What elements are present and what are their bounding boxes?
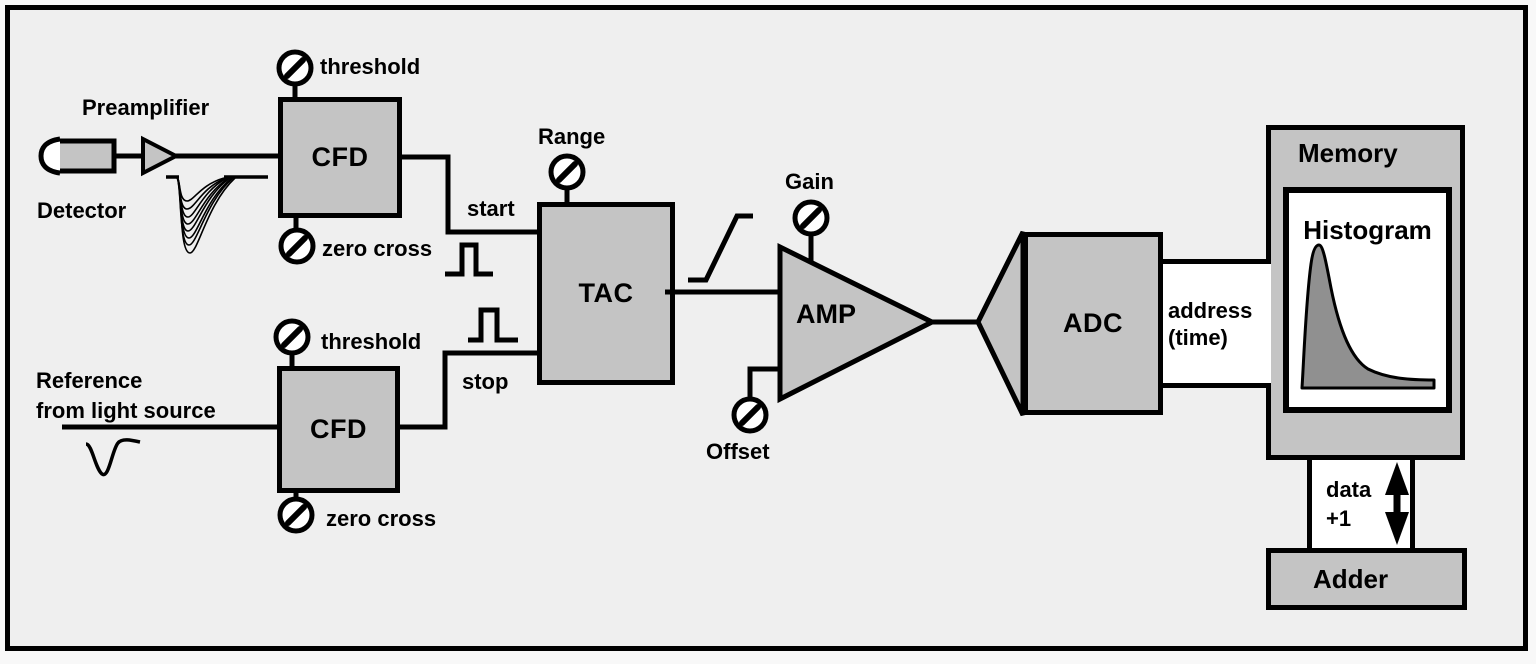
amp-label: AMP <box>796 299 856 329</box>
adder-label: Adder <box>1313 563 1389 594</box>
address-label-line2: (time) <box>1168 324 1228 350</box>
address-label-line1: address <box>1168 297 1253 323</box>
cfd-top-block: CFD <box>278 97 402 218</box>
tac-label: TAC <box>578 278 634 308</box>
cfd-top-label: CFD <box>311 142 369 172</box>
zero-cross-bottom-label: zero cross <box>326 506 437 531</box>
adc-label: ADC <box>1063 308 1123 338</box>
cfd-bottom-label: CFD <box>310 414 367 444</box>
preamplifier-label: Preamplifier <box>82 95 210 120</box>
stop-label: stop <box>462 369 509 394</box>
adc-block: ADC <box>1023 232 1163 415</box>
data-label-line2: +1 <box>1326 506 1352 531</box>
adder-block: Adder <box>1266 548 1467 610</box>
zero-cross-top-label: zero cross <box>322 236 433 261</box>
detector-label: Detector <box>37 198 127 223</box>
range-label: Range <box>538 124 606 149</box>
memory-label: Memory <box>1298 138 1398 168</box>
address-bus-channel: address (time) <box>1163 259 1271 388</box>
histogram-panel: Histogram <box>1283 187 1452 413</box>
gain-label: Gain <box>785 169 834 194</box>
threshold-bottom-label: threshold <box>321 329 422 354</box>
tac-block: TAC <box>537 202 675 385</box>
histogram-label: Histogram <box>1303 215 1432 245</box>
data-label-line1: data <box>1326 477 1372 502</box>
start-label: start <box>467 196 515 221</box>
data-bus-channel: data +1 <box>1307 460 1415 548</box>
threshold-top-label: threshold <box>320 54 421 79</box>
offset-label: Offset <box>706 439 770 464</box>
cfd-bottom-block: CFD <box>277 366 400 493</box>
